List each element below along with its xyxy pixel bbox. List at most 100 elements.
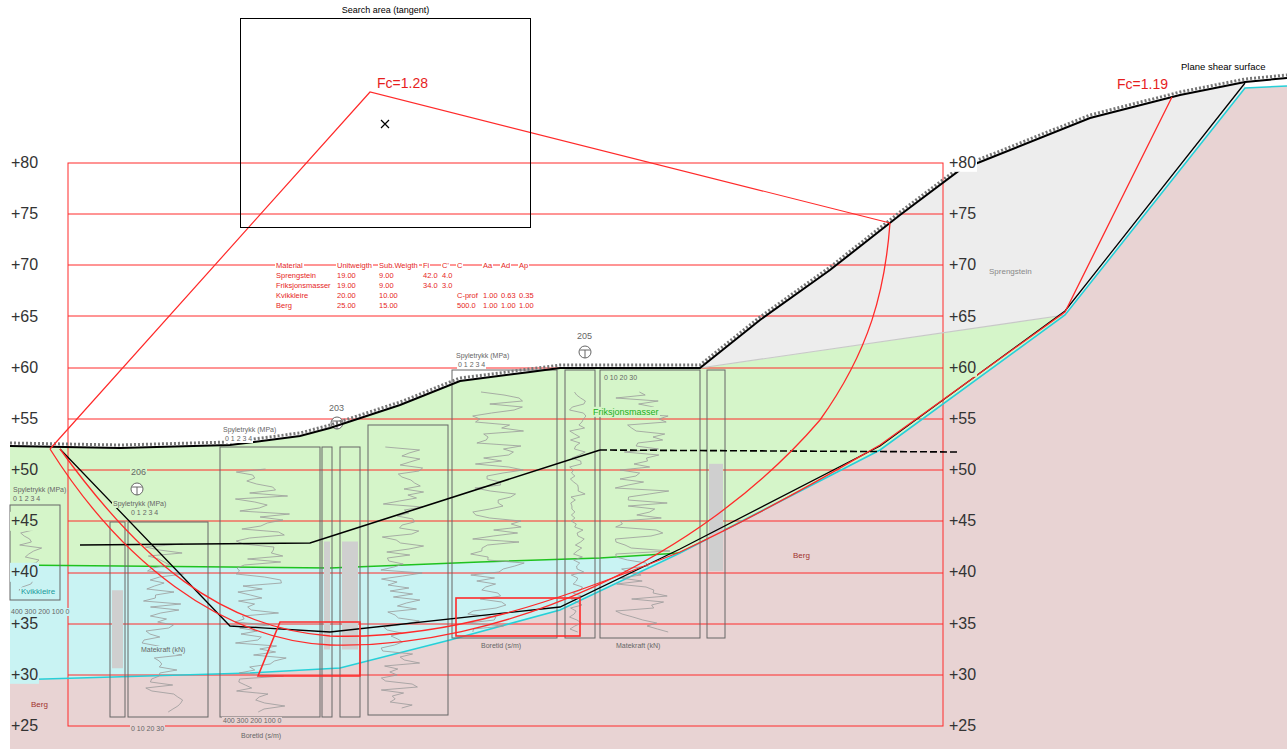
- elevation-label: +70: [10, 256, 39, 274]
- elevation-label: +45: [10, 512, 39, 530]
- table-cell: 1.00: [482, 292, 499, 301]
- log-scale: 0 1 2 3 4: [12, 495, 41, 503]
- table-cell: 20.00: [336, 292, 357, 301]
- table-cell: 0.35: [518, 292, 535, 301]
- elevation-label: +50: [10, 461, 39, 479]
- material-label: Friksjonsmasser: [592, 407, 660, 417]
- table-cell: 3.0: [441, 282, 453, 291]
- material-label: Berg: [30, 700, 49, 709]
- table-cell: 1.00: [482, 302, 499, 311]
- material-label: Kvikkleire: [20, 587, 56, 596]
- table-cell: 19.00: [336, 282, 357, 291]
- elevation-label: +65: [948, 307, 977, 325]
- slip-surface-fc128: [50, 223, 890, 645]
- table-cell: 0.63: [500, 292, 517, 301]
- surface-label: Plane shear surface: [1180, 62, 1267, 73]
- log-title: Spyletrykk (MPa): [455, 352, 510, 360]
- log-title: Spyletrykk (MPa): [12, 486, 67, 494]
- elevation-label: +80: [948, 154, 977, 172]
- elevation-grid: [68, 163, 943, 726]
- elevation-label: +80: [10, 154, 39, 172]
- log-scale: 400 300 200 100 0: [222, 717, 282, 725]
- borehole-symbols: [131, 346, 591, 495]
- elevation-label: +65: [10, 307, 39, 325]
- safety-factor: Fc=1.28: [376, 75, 429, 91]
- table-cell: 1.00: [518, 302, 535, 311]
- log-scale: 0 10 20 30: [603, 374, 638, 382]
- log-axis-title: Boretid (s/m): [240, 732, 282, 740]
- elevation-label: +30: [10, 666, 39, 684]
- log-title: Spyletrykk (MPa): [222, 426, 277, 434]
- table-cell: 25.00: [336, 302, 357, 311]
- table-cell: 10.00: [378, 292, 399, 301]
- centre-mark: [381, 120, 389, 128]
- log-trace: [615, 392, 670, 632]
- slip-radius: [50, 92, 890, 449]
- material-label: Sprengstein: [988, 267, 1033, 276]
- friction-soil-fill: [10, 315, 1065, 568]
- elevation-label: +55: [948, 410, 977, 428]
- search-area-box: Search area (tangent): [240, 18, 531, 228]
- material-label: Berg: [792, 551, 811, 560]
- table-cell: Material: [275, 262, 304, 271]
- slip-surface-fc119: [60, 97, 1172, 636]
- table-cell: Aa: [482, 262, 493, 271]
- search-zones: [258, 598, 580, 676]
- table-cell: 1.00: [500, 302, 517, 311]
- table-cell: 9.00: [378, 272, 395, 281]
- elevation-label: +40: [10, 563, 39, 581]
- table-cell: 19.00: [336, 272, 357, 281]
- log-axis-title: Matekraft (kN): [615, 642, 661, 650]
- elevation-label: +35: [10, 614, 39, 632]
- table-cell: C-prof: [456, 292, 479, 301]
- elevation-label: +45: [948, 512, 977, 530]
- borehole-logs: [10, 370, 725, 717]
- table-cell: 34.0: [422, 282, 439, 291]
- table-cell: 42.0: [422, 272, 439, 281]
- table-cell: Unitweigth: [336, 262, 373, 271]
- log-hatch: [709, 464, 723, 571]
- rock-surface: [10, 86, 1287, 680]
- log-hatch: [342, 542, 358, 650]
- log-scale: 0 1 2 3 4: [224, 435, 253, 443]
- borehole-number: 206: [130, 467, 147, 477]
- log-trace: [142, 544, 183, 712]
- elevation-label: +55: [10, 410, 39, 428]
- log-axis-title: Matekraft (kN): [140, 646, 186, 654]
- elevation-label: +25: [10, 717, 39, 735]
- table-cell: Ap: [518, 262, 529, 271]
- table-cell: Sub.Weigth: [378, 262, 419, 271]
- elevation-label: +50: [948, 461, 977, 479]
- elevation-label: +35: [948, 614, 977, 632]
- log-title: Spyletrykk (MPa): [112, 500, 167, 508]
- table-cell: Berg: [275, 302, 293, 311]
- elevation-label: +75: [948, 205, 977, 223]
- elevation-label: +70: [948, 256, 977, 274]
- log-scale: 0 1 2 3 4: [457, 361, 486, 369]
- log-hatch: [112, 590, 123, 668]
- blasted-rock-fill: [700, 82, 1245, 368]
- table-cell: 9.00: [378, 282, 395, 291]
- log-trace: [381, 447, 424, 708]
- log-scale: 0 1 2 3 4: [130, 509, 159, 517]
- log-trace: [468, 392, 524, 632]
- ground-surface: [10, 75, 1287, 448]
- elevation-label: +25: [948, 717, 977, 735]
- elevation-label: +40: [948, 563, 977, 581]
- table-cell: Sprengstein: [275, 272, 317, 281]
- log-scale: 400 300 200 100 0: [10, 608, 70, 616]
- log-hatch: [324, 542, 330, 650]
- table-cell: 4.0: [441, 272, 453, 281]
- elevation-label: +60: [948, 359, 977, 377]
- table-cell: C': [441, 262, 450, 271]
- plane-shear-surface: [60, 83, 1245, 632]
- table-cell: Friksjonsmasser: [275, 282, 332, 291]
- table-cell: Fi: [422, 262, 430, 271]
- table-cell: Kvikkleire: [275, 292, 309, 301]
- borehole-number: 203: [328, 403, 345, 413]
- log-axis-title: Boretid (s/m): [480, 642, 522, 650]
- safety-factor: Fc=1.19: [1116, 76, 1169, 92]
- table-cell: Ad: [500, 262, 511, 271]
